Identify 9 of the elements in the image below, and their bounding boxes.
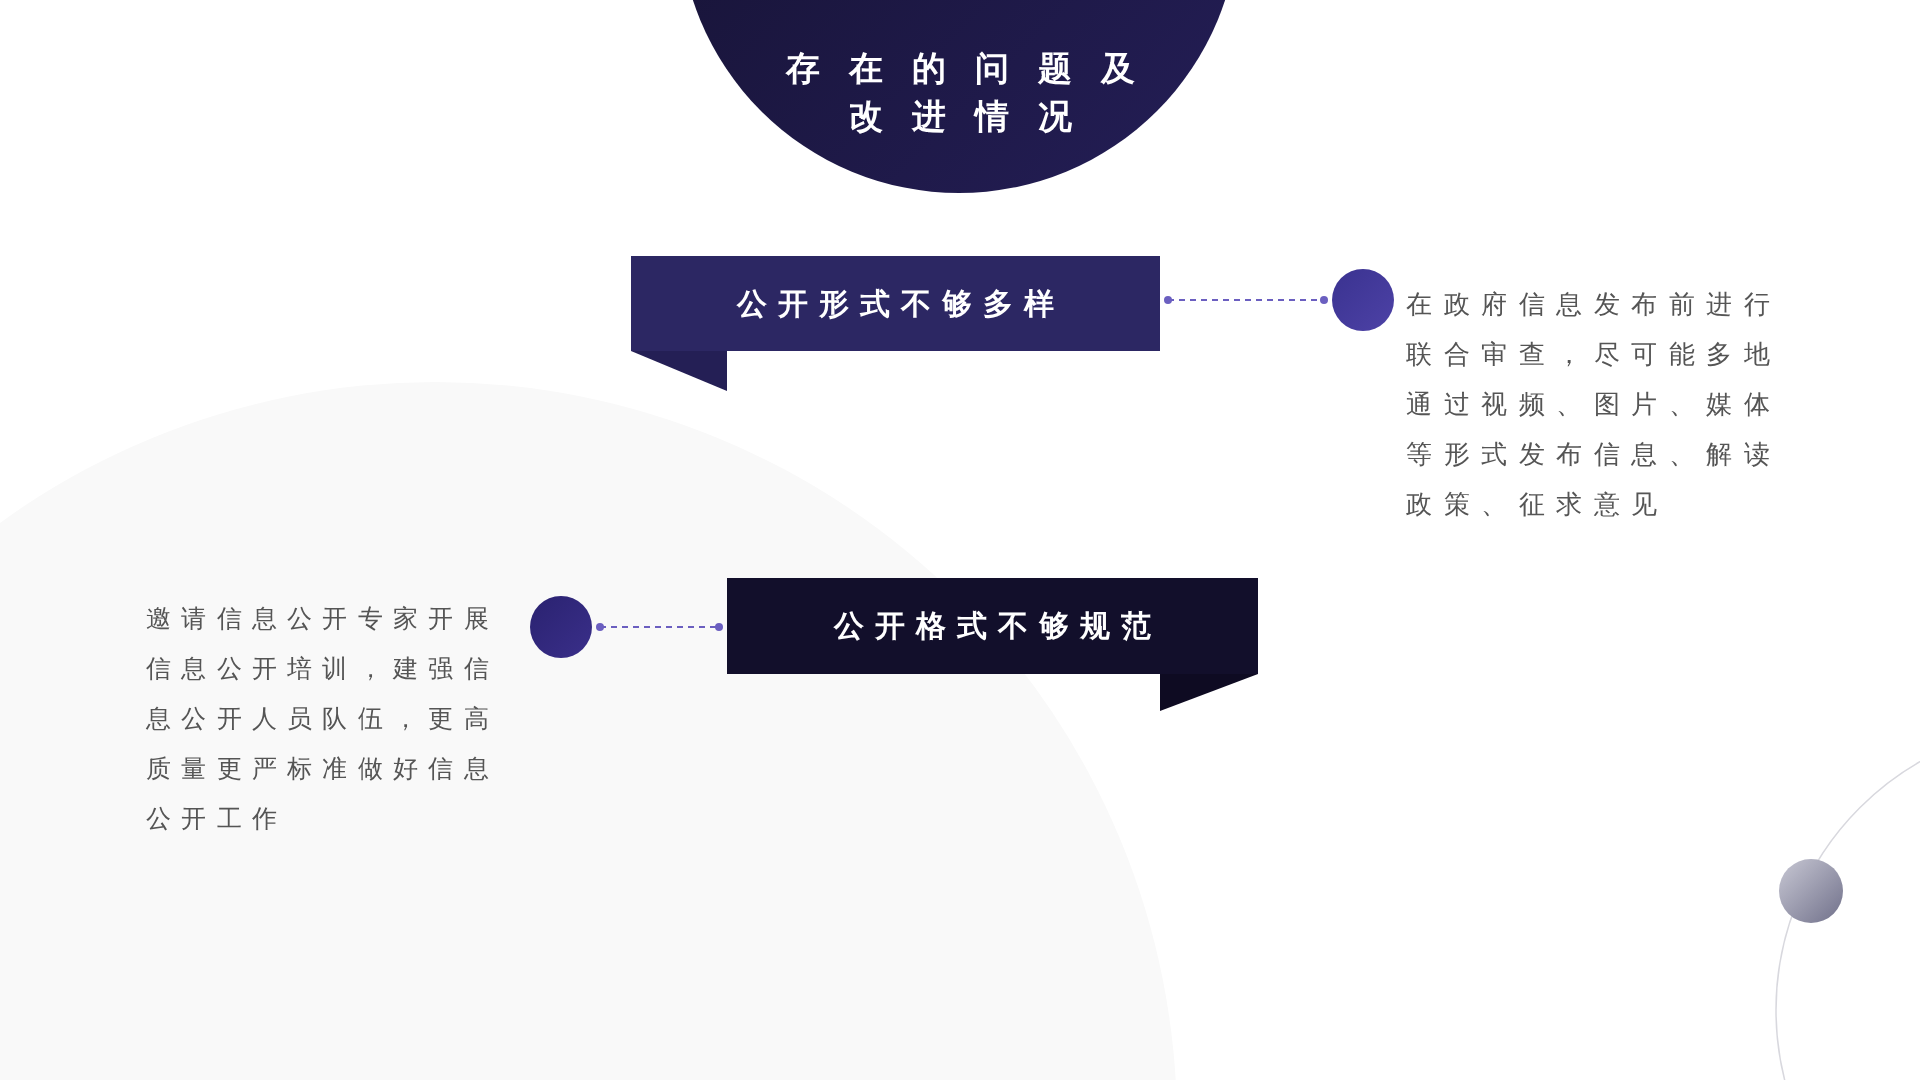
description-text: 在政府信息发布前进行联合审查，尽可能多地通过视频、图片、媒体等形式发布信息、解读政策、征求意见 [1406, 288, 1782, 521]
ribbon-banner [631, 256, 1160, 391]
dotted-connector [1164, 296, 1328, 304]
description-text: 邀请信息公开专家开展信息公开培训，建强信息公开人员队伍，更高质量更严标准做好信息公开工作 [146, 603, 500, 835]
ribbon-banner [727, 578, 1258, 711]
dotted-connector [596, 623, 723, 631]
banner-title: 公开形式不够多样 [735, 284, 1066, 323]
title-text: 存在的问题及改进情况 [784, 47, 1164, 138]
banner-title: 公开格式不够规范 [832, 607, 1163, 645]
